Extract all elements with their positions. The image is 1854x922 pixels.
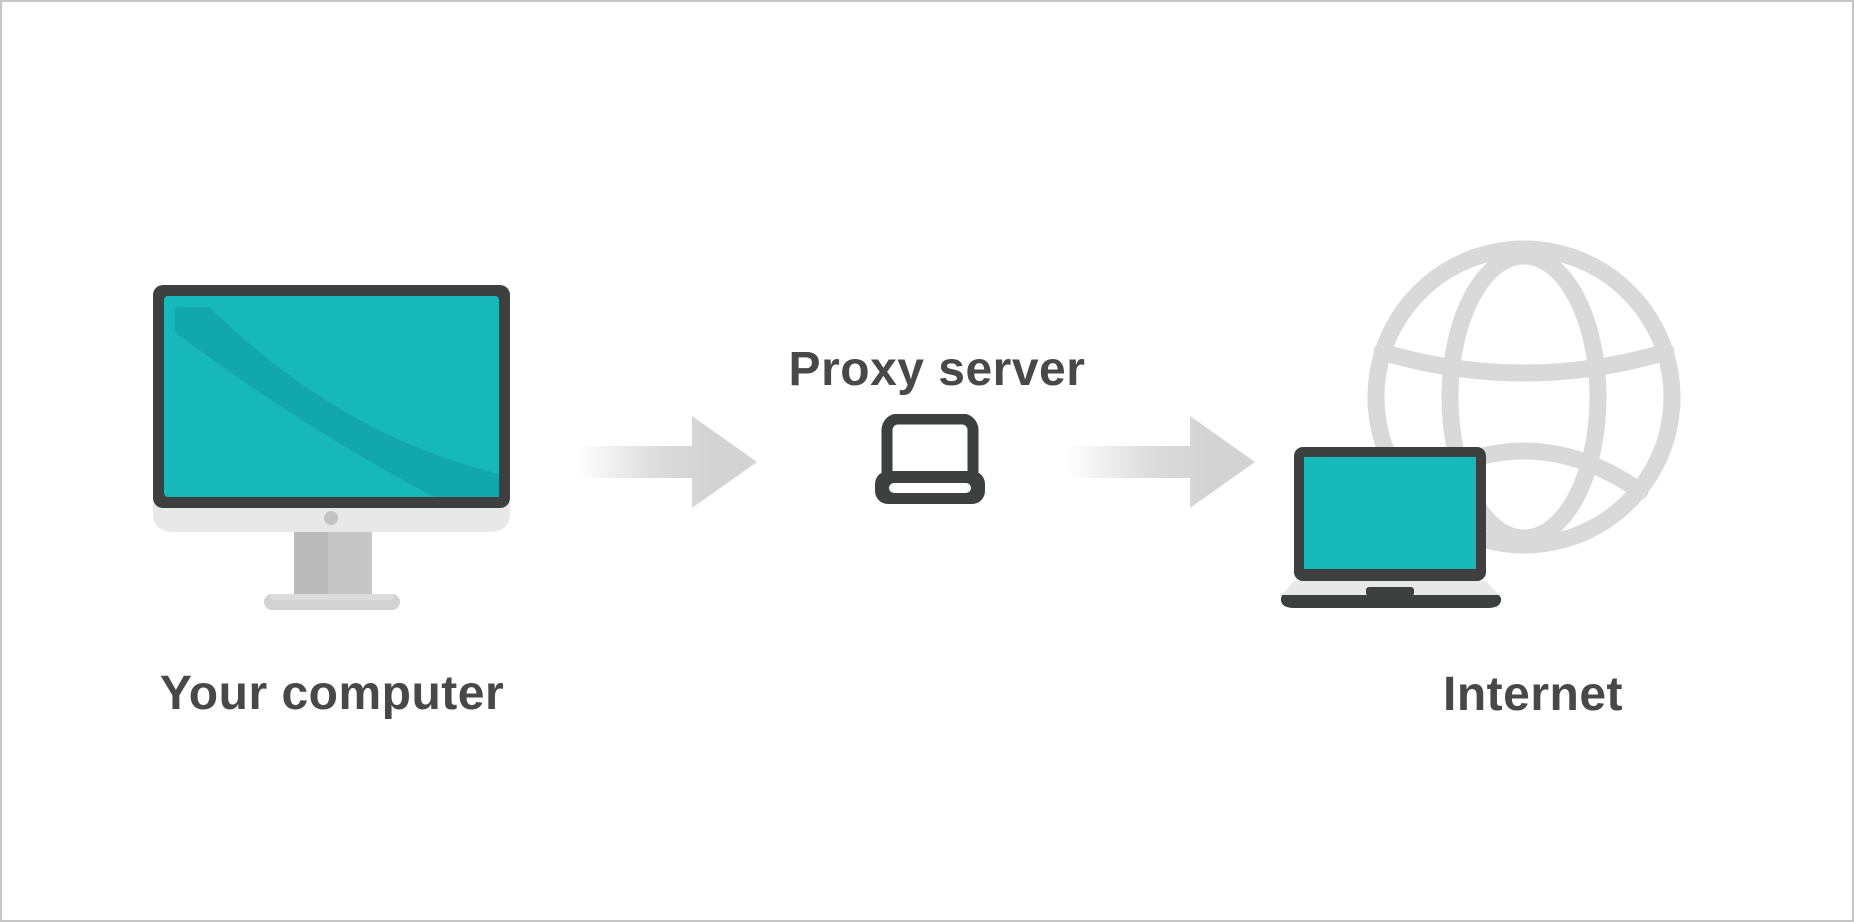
globe-latitude-upper <box>1373 343 1675 382</box>
desktop-computer-icon <box>153 285 510 610</box>
laptop-notch <box>1366 587 1414 596</box>
monitor-camera-dot <box>324 511 338 525</box>
proxy-laptop-base-slot <box>889 483 971 493</box>
globe-icon <box>1367 240 1681 554</box>
arrow-right-icon <box>1067 416 1255 508</box>
globe-meridian <box>1441 247 1607 547</box>
laptop-outline-icon <box>875 414 985 504</box>
monitor-base-highlight <box>270 594 394 600</box>
proxy-server-label: Proxy server <box>788 343 1086 396</box>
your-computer-label: Your computer <box>159 667 505 720</box>
screen-swoosh <box>175 307 499 497</box>
laptop-icon <box>1280 447 1502 608</box>
internet-label: Internet <box>1442 668 1623 721</box>
monitor-stand-shadow <box>294 532 328 594</box>
arrow-right-icon <box>577 416 757 508</box>
laptop-bottom-bar <box>1280 595 1502 608</box>
laptop-screen <box>1304 457 1476 569</box>
